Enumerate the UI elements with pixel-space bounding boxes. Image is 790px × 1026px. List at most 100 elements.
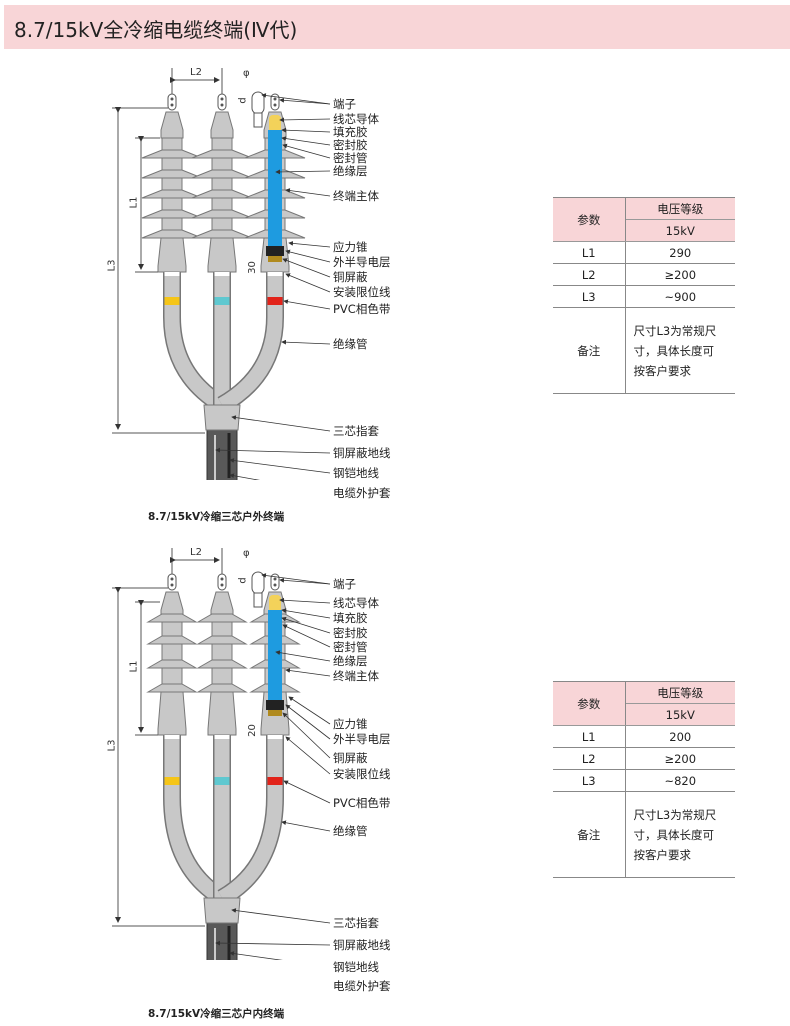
table-row-note: 备注尺寸L3为常规尺寸，具体长度可按客户要求	[553, 791, 735, 878]
shed	[191, 189, 253, 199]
termination-body	[211, 617, 233, 693]
stress-cone	[157, 691, 187, 736]
phase-color-band	[164, 777, 180, 785]
leader-line	[275, 169, 331, 175]
leader-line	[229, 458, 331, 474]
callout-label: 钢铠地线	[333, 960, 379, 974]
l1-label: L1	[128, 660, 140, 672]
callout-label: 应力锥	[333, 240, 368, 254]
stress-cone	[207, 691, 237, 736]
lug-barrel	[253, 592, 263, 608]
diagram-caption: 8.7/15kV冷缩三芯户内终端	[148, 1008, 285, 1020]
callout-label: 密封胶	[333, 138, 368, 152]
diagram-caption: 8.7/15kV冷缩三芯户外终端	[148, 511, 285, 523]
callout-label: 铜屏蔽	[333, 751, 368, 765]
row-key: L3	[553, 769, 626, 792]
l1-label: L1	[128, 196, 140, 209]
callout-label: 钢铠地线	[333, 466, 379, 480]
leader-line	[282, 143, 331, 159]
callout-label: 电缆外护套	[333, 486, 391, 500]
callout-label: 铜屏蔽	[333, 270, 368, 284]
callout-label: PVC相色带	[333, 302, 391, 316]
shed	[191, 209, 253, 219]
terminal-lug	[167, 93, 177, 111]
callout-label: 线芯导体	[333, 112, 379, 126]
leader-line	[281, 136, 331, 146]
leader-line	[279, 97, 331, 105]
limit-line	[267, 735, 283, 739]
callout-label: 线芯导体	[333, 596, 379, 610]
terminal-lug	[167, 573, 177, 591]
callout-label: 铜屏蔽地线	[333, 938, 391, 952]
table-row: L3~900	[553, 285, 735, 308]
voltage-value: 15kV	[625, 219, 735, 242]
shed	[191, 149, 253, 159]
l3-label: L3	[106, 739, 118, 752]
lug-hole	[170, 97, 174, 101]
shed	[196, 613, 248, 623]
row-key: L1	[553, 241, 626, 264]
voltage-value: 15kV	[625, 703, 735, 726]
leader-line	[281, 820, 331, 832]
l2-label: L2	[190, 547, 202, 558]
shed	[141, 149, 203, 159]
callout-label: 三芯指套	[333, 916, 379, 930]
shed	[141, 169, 203, 179]
termination-body	[161, 617, 183, 693]
callout-label: 外半导电层	[333, 732, 391, 746]
limit-line	[164, 272, 180, 276]
callout-label: 绝缘层	[333, 164, 368, 178]
top-cone	[210, 111, 234, 139]
leader-line	[285, 668, 331, 677]
callout-label: 绝缘层	[333, 654, 368, 668]
d-label: d	[237, 97, 249, 104]
param-header: 参数	[553, 197, 626, 242]
leader-line	[285, 736, 331, 775]
leader-line	[281, 608, 331, 619]
lug-hole	[220, 583, 224, 587]
callout-label: 终端主体	[333, 669, 379, 683]
leader-line	[288, 696, 331, 725]
offset-label: 30	[246, 261, 258, 274]
leader-line	[285, 249, 331, 263]
leader-line	[261, 93, 331, 105]
l3-label: L3	[106, 259, 118, 272]
table-row: L3~820	[553, 769, 735, 792]
lug-hole	[273, 103, 277, 107]
phase-color-band	[214, 297, 230, 305]
row-key: L1	[553, 725, 626, 748]
conductor-filler	[269, 115, 281, 133]
note-value: 尺寸L3为常规尺寸，具体长度可按客户要求	[625, 307, 735, 394]
lug-hole	[273, 583, 277, 587]
table-row-note: 备注尺寸L3为常规尺寸，具体长度可按客户要求	[553, 307, 735, 394]
shed	[146, 659, 198, 669]
leader-line	[215, 447, 331, 454]
lug-hole	[170, 577, 174, 581]
semiconductive-layer	[266, 246, 284, 256]
shed	[141, 209, 203, 219]
copper-shield	[268, 710, 282, 716]
lug-barrel	[253, 112, 263, 128]
leader-line	[288, 240, 331, 248]
limit-line	[164, 735, 180, 739]
stress-cone	[157, 237, 187, 273]
lug-hole	[220, 103, 224, 107]
limit-line	[267, 272, 283, 276]
leader-line	[275, 650, 331, 662]
callout-label: 应力锥	[333, 717, 368, 731]
l2-label: L2	[190, 67, 202, 78]
callout-label: 端子	[333, 97, 356, 111]
title-bar: 8.7/15kV全冷缩电缆终端(Ⅳ代)	[4, 5, 790, 49]
row-key: L2	[553, 747, 626, 770]
table-row: L2≥200	[553, 263, 735, 286]
note-key: 备注	[553, 307, 626, 394]
callout-label: 铜屏蔽地线	[333, 446, 391, 460]
leader-line	[283, 299, 331, 310]
callout-label: 填充胶	[333, 611, 368, 625]
row-value: ~900	[625, 285, 735, 308]
callout-label: 密封管	[333, 151, 368, 165]
